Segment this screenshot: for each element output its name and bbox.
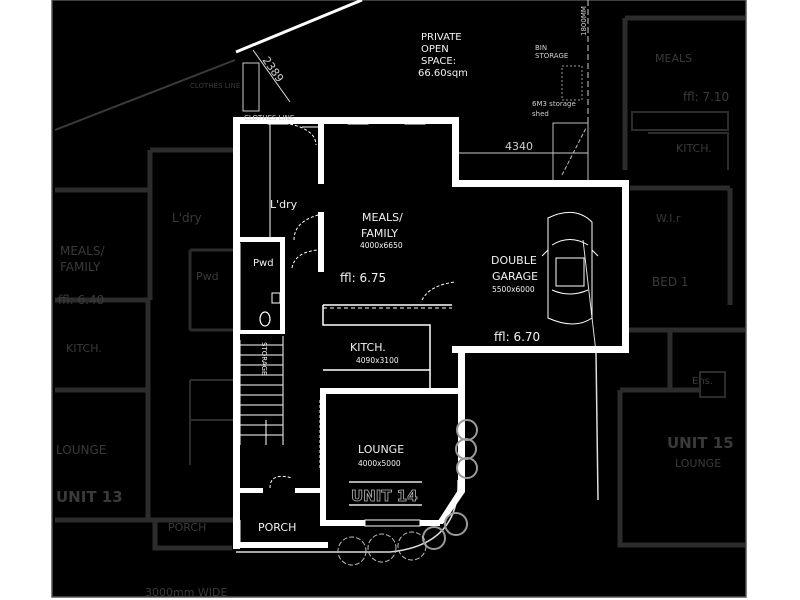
car-icon (541, 211, 599, 325)
powder-label: Pwd (253, 258, 274, 269)
unit15-ffl: ffl: 7.10 (683, 90, 729, 104)
drawing-frame (51, 0, 747, 598)
unit13-lounge-label: LOUNGE (56, 443, 106, 457)
garage-label-2: GARAGE (492, 270, 538, 283)
unit15-title: UNIT 15 (667, 434, 734, 452)
dimension-line-diagonal (252, 49, 291, 103)
unit13-powder-label: Pwd (196, 270, 219, 283)
bin-storage-label-1: BIN (535, 44, 547, 52)
unit13-kitchen-label: KITCH. (66, 342, 102, 355)
side-boundary-lower (595, 351, 599, 501)
clothes-line-rack (242, 62, 260, 112)
unit13-meals-label-2: FAMILY (60, 260, 101, 274)
pos-label-3: SPACE: (421, 56, 456, 67)
unit13-driveway-label: 3000mm WIDE (145, 586, 228, 599)
unit-14-walls (233, 117, 629, 549)
unit-15-ghost (617, 15, 745, 548)
meals-label-1: MEALS/ (362, 211, 403, 224)
toilet-icon (259, 311, 271, 327)
bay-window-wall (436, 480, 465, 524)
pos-label-1: PRIVATE (421, 32, 462, 43)
unit15-meals-label: MEALS (655, 52, 692, 65)
unit-13-ghost (54, 59, 240, 551)
kitchen-size: 4090x3100 (356, 356, 399, 365)
lounge-size: 4000x5000 (358, 459, 401, 468)
unit13-porch-label: PORCH (168, 521, 206, 534)
meals-size: 4000x6650 (360, 241, 403, 250)
shed-label-1: 6M3 storage (532, 100, 576, 108)
meals-label-2: FAMILY (361, 227, 398, 240)
unit-title: UNIT 14 (351, 487, 418, 505)
unit15-kitchen-label: KITCH. (676, 142, 712, 155)
unit13-meals-label-1: MEALS/ (60, 244, 105, 258)
unit15-ensuite-label: Ens. (692, 376, 713, 387)
clothes-line-label: CLOTHES LINE (244, 114, 294, 122)
lounge-label: LOUNGE (358, 443, 404, 456)
garage-label-1: DOUBLE (491, 254, 537, 267)
kitchen-benches (322, 304, 452, 388)
unit13-title: UNIT 13 (56, 488, 123, 506)
pos-area: 66.60sqm (418, 68, 468, 79)
unit15-lounge-label: LOUNGE (675, 457, 721, 470)
meals-ffl: ffl: 6.75 (340, 271, 386, 285)
bin-storage-area (561, 65, 583, 101)
unit13-laundry-label: L'dry (172, 211, 202, 225)
dimension-4340: 4340 (505, 140, 533, 153)
boundary-line (235, 0, 363, 54)
unit15-bed-label: BED 1 (652, 275, 689, 289)
porch-label: PORCH (258, 521, 296, 534)
garage-size: 5500x6000 (492, 285, 535, 294)
unit15-wir-label: W.I.r (656, 212, 681, 225)
shrubs (337, 531, 427, 566)
laundry-label: L'dry (270, 198, 298, 211)
shed-label-2: shed (532, 110, 549, 118)
basin-icon (271, 292, 281, 304)
unit13-ffl: ffl: 6.40 (58, 293, 104, 307)
side-boundary (582, 239, 597, 353)
shed-door-swing (561, 127, 587, 176)
fence-height: 1800MM (580, 6, 588, 36)
pos-label-2: OPEN (421, 44, 449, 55)
unit13-clothes-line-label: CLOTHES LINE (190, 82, 240, 90)
garage-ffl: ffl: 6.70 (494, 330, 540, 344)
storage-label: STORAGE (260, 342, 268, 375)
bin-storage-label-2: STORAGE (535, 52, 568, 60)
windows (235, 117, 456, 545)
kitchen-label: KITCH. (350, 341, 386, 354)
stairs (239, 336, 284, 445)
